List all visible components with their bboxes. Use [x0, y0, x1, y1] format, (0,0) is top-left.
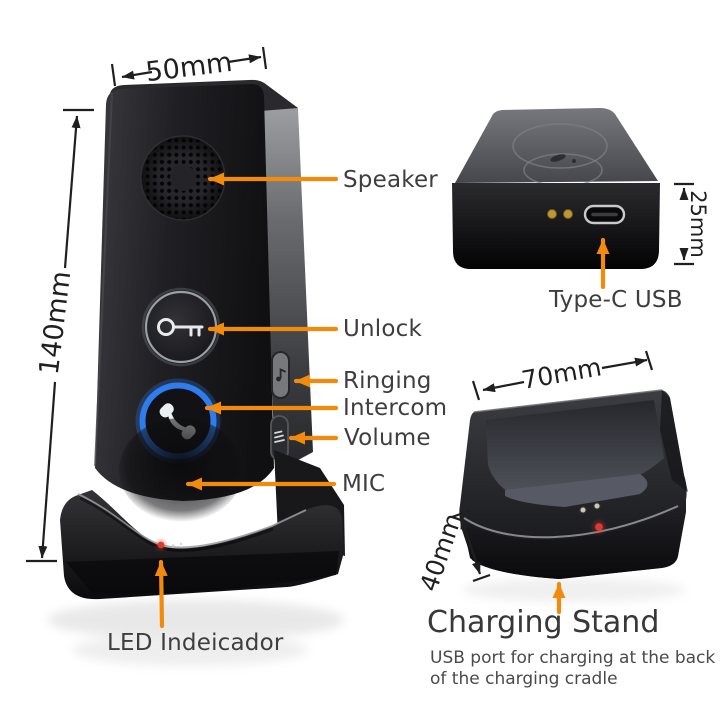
music-note-icon — [276, 368, 286, 382]
unlock-label: Unlock — [343, 316, 423, 342]
type-c-usb-label: Type-C USB — [549, 287, 683, 313]
faint-button-ring — [512, 123, 608, 169]
speaker-grille — [140, 135, 226, 221]
handset-bottom-view — [452, 108, 660, 269]
cradle-glint — [179, 542, 183, 546]
mic-label: MIC — [342, 471, 386, 497]
stand-pin — [593, 502, 601, 510]
handset-reflection — [48, 600, 344, 666]
stand-top-edge-highlight — [473, 389, 663, 413]
ringing-button — [271, 351, 290, 399]
dim-stand-height-text: 40mm — [414, 509, 468, 595]
handset-cradle — [60, 450, 345, 600]
stand-led — [595, 523, 603, 531]
charging-stand-note-line2: of the charging cradle — [430, 669, 618, 689]
volume-label: Volume — [344, 425, 431, 451]
cradle-glint — [171, 544, 175, 548]
handset-edge-highlight — [94, 92, 113, 467]
bottom-view-front-face — [452, 183, 660, 269]
handset-front-view — [60, 79, 345, 600]
charging-stand-title: Charging Stand — [427, 605, 660, 640]
volume-bars-icon — [274, 430, 285, 443]
cradle-base-shadow — [66, 551, 339, 594]
ringing-label: Ringing — [343, 368, 432, 394]
led-dot — [157, 541, 165, 549]
callout-arrows — [154, 172, 610, 629]
stand-inner-floor — [505, 474, 648, 507]
dim-handset-thickness-text: 25mm — [686, 190, 710, 258]
charging-pin — [563, 209, 573, 219]
unlock-button — [141, 287, 221, 367]
stand-front-face — [462, 500, 686, 579]
dim-stand-width: 70mm — [471, 350, 654, 401]
dim-stand-width-text: 70mm — [519, 352, 603, 395]
led-indicator-label: LED Indeicador — [107, 630, 284, 656]
stand-lip-highlight — [463, 505, 679, 539]
cradle-lip-shadow — [79, 496, 274, 552]
charging-stand-note: USB port for charging at the back of the… — [430, 648, 715, 690]
stand-reflection — [462, 578, 686, 602]
charging-stand-view — [459, 389, 688, 579]
key-icon — [157, 318, 204, 337]
usb-c-port — [583, 204, 626, 225]
intercom-label: Intercom — [343, 395, 448, 421]
dim-handset-thickness: 25mm — [674, 182, 710, 266]
faint-dot — [572, 159, 576, 163]
speaker-label: Speaker — [343, 167, 438, 193]
stand-inner-back-wall — [486, 400, 664, 498]
faint-handset-mark — [550, 154, 566, 162]
mic-area — [119, 418, 243, 522]
dim-handset-height-text: 140mm — [34, 269, 77, 376]
bottom-view-top-face — [455, 108, 658, 183]
charging-pin — [547, 209, 557, 219]
charging-stand-note-line1: USB port for charging at the back — [430, 648, 716, 668]
dimension-lines: 50mm 140mm 25mm 70mm 40mm — [26, 46, 710, 595]
led-arrow — [154, 559, 168, 629]
stand-right-wall-shade — [660, 390, 688, 492]
stand-pin — [579, 506, 587, 514]
